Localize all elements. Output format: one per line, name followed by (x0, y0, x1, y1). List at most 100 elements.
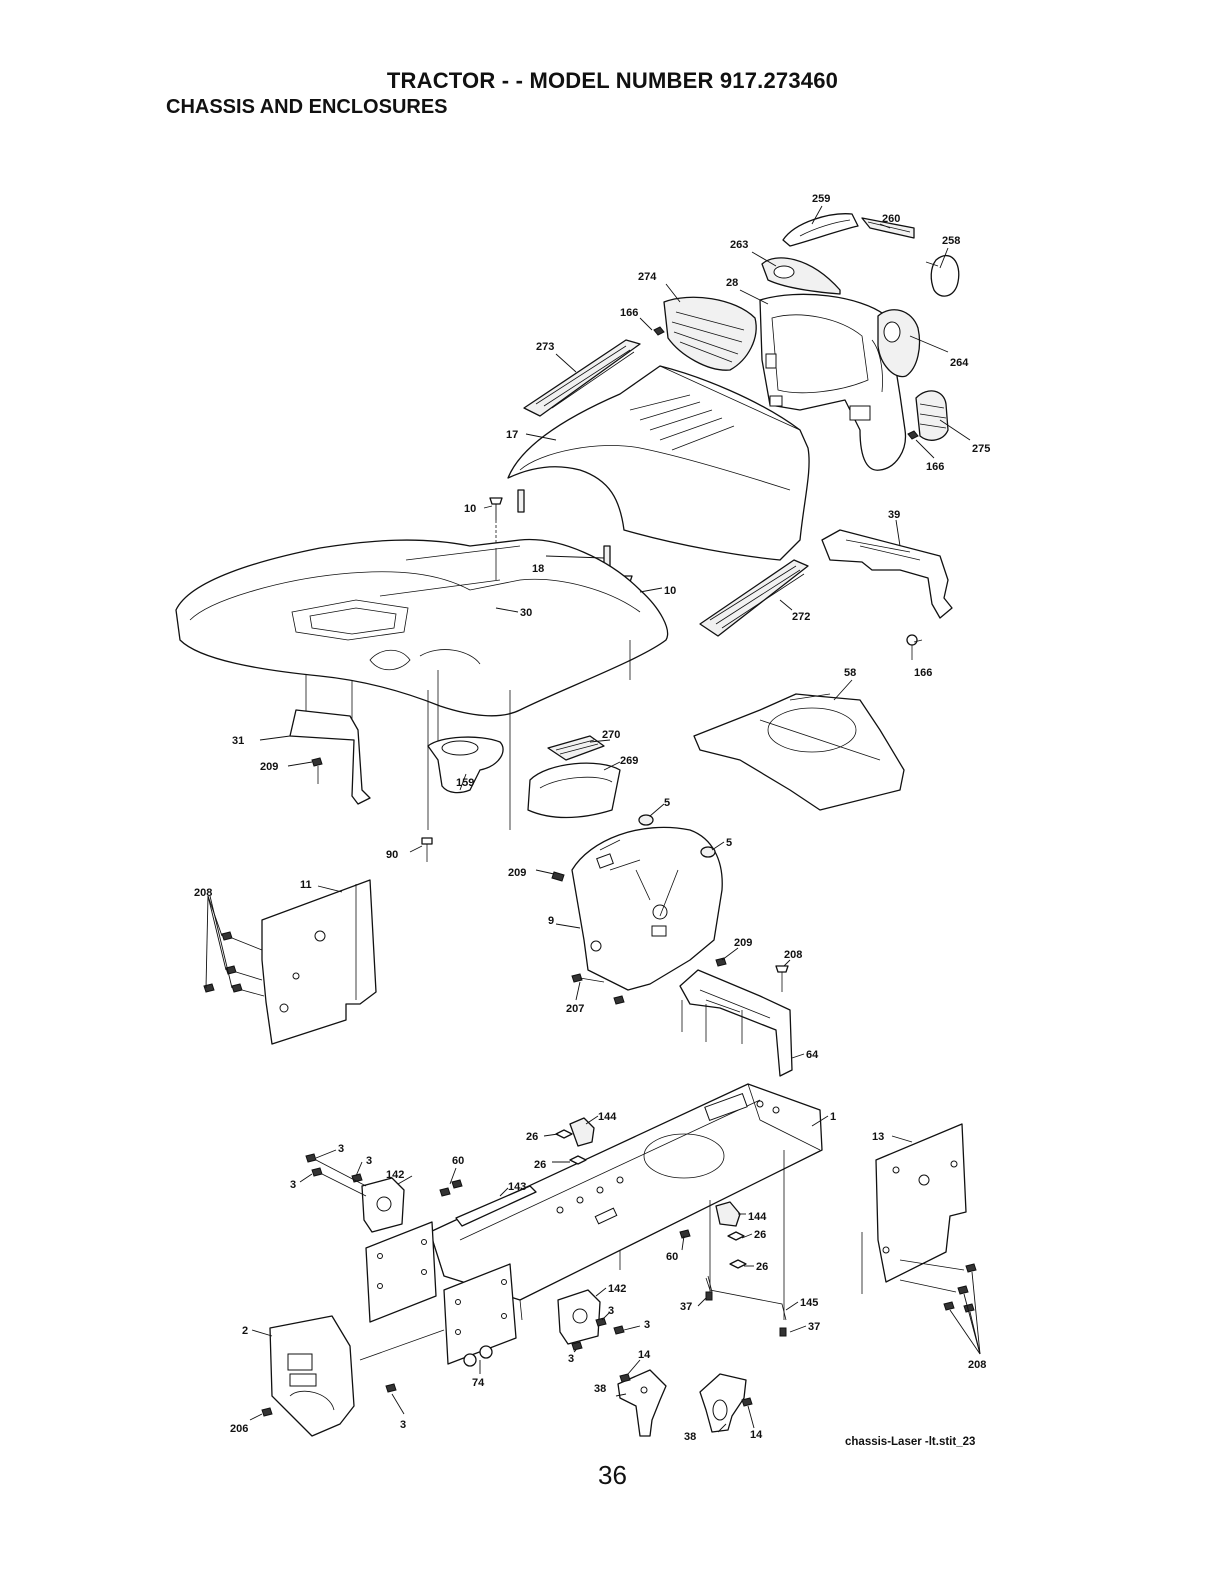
callout-209-right: 209 (734, 937, 752, 949)
part-bolt-14-top (619, 1373, 631, 1383)
part-bracket-31 (289, 709, 371, 805)
part-lens-260 (861, 217, 915, 239)
part-bracket-38-left (617, 1369, 667, 1437)
callout-10-top: 10 (464, 503, 476, 515)
part-bolts-208-right (899, 1259, 977, 1313)
callout-5-right: 5 (726, 837, 732, 849)
callout-143: 143 (508, 1181, 526, 1193)
callout-142-right: 142 (608, 1283, 626, 1295)
callout-60-left: 60 (452, 1155, 464, 1167)
callout-14-top: 14 (638, 1349, 651, 1361)
callout-209-left: 209 (260, 761, 278, 773)
part-nut-26-b (569, 1155, 587, 1165)
drawing-reference-code: chassis-Laser -lt.stit_23 (845, 1436, 976, 1448)
callout-166-right: 166 (926, 461, 944, 473)
part-lamp-258 (925, 254, 960, 297)
part-bolts-3-right (571, 1317, 625, 1351)
part-nuts-74 (463, 1345, 493, 1367)
callout-269: 269 (620, 755, 638, 767)
callout-3-a: 3 (338, 1143, 344, 1155)
section-title: CHASSIS AND ENCLOSURES (166, 96, 448, 118)
callout-38-left: 38 (594, 1383, 606, 1395)
callout-74: 74 (472, 1377, 485, 1389)
callout-259: 259 (812, 193, 830, 205)
leader-lines (205, 205, 981, 1433)
part-cupholder-159 (427, 736, 504, 794)
part-bolt-206 (261, 1407, 273, 1417)
callout-206: 206 (230, 1423, 248, 1435)
part-bolt-90 (421, 837, 433, 862)
part-bolt-209-left (311, 757, 323, 784)
callout-3-d: 3 (608, 1305, 614, 1317)
part-dash-panel-9 (571, 826, 723, 991)
part-screw-166-top (653, 326, 665, 336)
callout-39: 39 (888, 509, 900, 521)
callout-208-left: 208 (194, 887, 212, 899)
callout-3-f: 3 (568, 1353, 574, 1365)
part-floor-pan-58 (693, 693, 905, 811)
part-bolt-207 (571, 973, 625, 1005)
callout-270: 270 (602, 729, 620, 741)
part-bracket-144-top (569, 1117, 595, 1147)
callout-166-top: 166 (620, 307, 638, 319)
callout-3-g: 3 (400, 1419, 406, 1431)
callout-260: 260 (882, 213, 900, 225)
callout-30: 30 (520, 607, 532, 619)
callout-144-top: 144 (598, 1111, 617, 1123)
part-bolt-209-right (715, 957, 727, 967)
part-support-64 (679, 969, 793, 1077)
callout-272: 272 (792, 611, 810, 623)
part-side-plate-13 (861, 1123, 967, 1294)
callout-3-c: 3 (290, 1179, 296, 1191)
callout-144-right: 144 (748, 1211, 767, 1223)
part-bolt-10-top (489, 497, 503, 548)
callout-264: 264 (950, 357, 969, 369)
part-headlight-cover-259 (782, 213, 859, 247)
part-hood-17 (507, 365, 810, 561)
callout-166-bracket: 166 (914, 667, 932, 679)
part-bolt-14-bottom (741, 1397, 753, 1407)
callout-64: 64 (806, 1049, 819, 1061)
part-bar-143 (455, 1185, 537, 1227)
callout-207: 207 (566, 1003, 584, 1015)
callout-labels: 259 260 258 263 274 28 166 273 264 275 1… (194, 193, 990, 1443)
callout-10-mid: 10 (664, 585, 676, 597)
part-rod-145 (705, 1275, 787, 1321)
callout-3-e: 3 (644, 1319, 650, 1331)
part-headlight-263 (761, 257, 841, 295)
callout-37-right: 37 (808, 1321, 820, 1333)
part-grill-274 (663, 296, 757, 371)
part-bolt-3-bottom (385, 1383, 397, 1393)
callout-26-b: 26 (534, 1159, 546, 1171)
part-bolt-37-right (779, 1327, 787, 1337)
callout-60-right: 60 (666, 1251, 678, 1263)
page-title: TRACTOR - - MODEL NUMBER 917.273460 (386, 68, 839, 93)
part-nut-26-d (729, 1259, 747, 1269)
callout-17: 17 (506, 429, 518, 441)
callout-274: 274 (638, 271, 657, 283)
part-bolts-60-left (439, 1179, 463, 1197)
part-bolt-166-bracket (906, 634, 918, 660)
callout-3-b: 3 (366, 1155, 372, 1167)
part-bumper-5-right (700, 846, 716, 858)
callout-159: 159 (456, 777, 474, 789)
part-bracket-142-left (361, 1177, 405, 1233)
part-bolt-60-right (679, 1229, 691, 1239)
part-bolt-209-dash (551, 871, 565, 882)
callout-14-bottom: 14 (750, 1429, 763, 1441)
callout-1: 1 (830, 1111, 836, 1123)
part-hood-shell-28 (759, 293, 907, 471)
callout-26-a: 26 (526, 1131, 538, 1143)
callout-38-right: 38 (684, 1431, 696, 1443)
part-bolt-37-left (705, 1291, 713, 1301)
part-side-grill-273 (523, 339, 641, 417)
callout-13: 13 (872, 1131, 884, 1143)
callout-275: 275 (972, 443, 990, 455)
callout-2: 2 (242, 1325, 248, 1337)
callout-208-right-plate: 208 (968, 1359, 986, 1371)
callout-142-left: 142 (386, 1169, 404, 1181)
callout-58: 58 (844, 667, 856, 679)
part-bolt-208-right (775, 965, 789, 992)
part-frame-1 (429, 1083, 823, 1321)
callout-145: 145 (800, 1297, 818, 1309)
